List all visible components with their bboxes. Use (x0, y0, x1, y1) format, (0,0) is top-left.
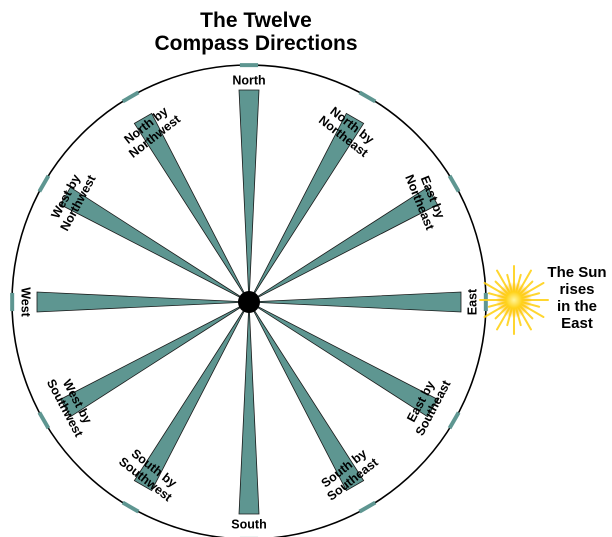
compass-center-hub (238, 291, 260, 313)
label-south-line-1: South (231, 518, 266, 532)
ray-east-by-southeast (248, 301, 439, 418)
ray-north-by-northwest (133, 112, 250, 303)
compass-ticks (10, 63, 488, 537)
label-north-line-1: North (232, 74, 265, 88)
tick-east-by-southeast (447, 411, 461, 430)
sun-note-line-4: East (561, 315, 593, 332)
compass-rays (36, 89, 462, 515)
label-east: East (466, 288, 480, 315)
ray-west-by-southwest (59, 301, 250, 418)
tick-north-by-northwest (121, 90, 140, 104)
label-east-line-1: East (466, 288, 480, 315)
ray-west (36, 291, 250, 313)
ray-south (238, 301, 260, 515)
tick-west-by-northwest (37, 174, 51, 193)
diagram-title-line-1: The Twelve (200, 9, 312, 32)
label-north: North (232, 74, 265, 88)
tick-east-by-northeast (447, 174, 461, 193)
sun-note-line-2: rises (559, 281, 594, 298)
label-west: West (19, 287, 33, 317)
tick-south-by-southeast (358, 500, 377, 514)
ray-south-by-southwest (133, 301, 250, 492)
ray-south-by-southeast (248, 301, 365, 492)
ray-north (238, 89, 260, 303)
ray-east (248, 291, 462, 313)
diagram-title-line-2: Compass Directions (154, 32, 357, 55)
ray-north-by-northeast (248, 112, 365, 303)
tick-west-by-southwest (37, 411, 51, 430)
ray-east-by-northeast (248, 186, 439, 303)
sun-note-line-3: in the (557, 298, 597, 315)
sun-icon (479, 265, 549, 335)
tick-north-by-northeast (358, 90, 377, 104)
ray-west-by-northwest (59, 186, 250, 303)
sun-note-line-1: The Sun (547, 264, 606, 281)
sun-core (496, 282, 532, 318)
label-west-line-1: West (19, 287, 33, 317)
label-south: South (231, 518, 266, 532)
tick-south-by-southwest (121, 500, 140, 514)
